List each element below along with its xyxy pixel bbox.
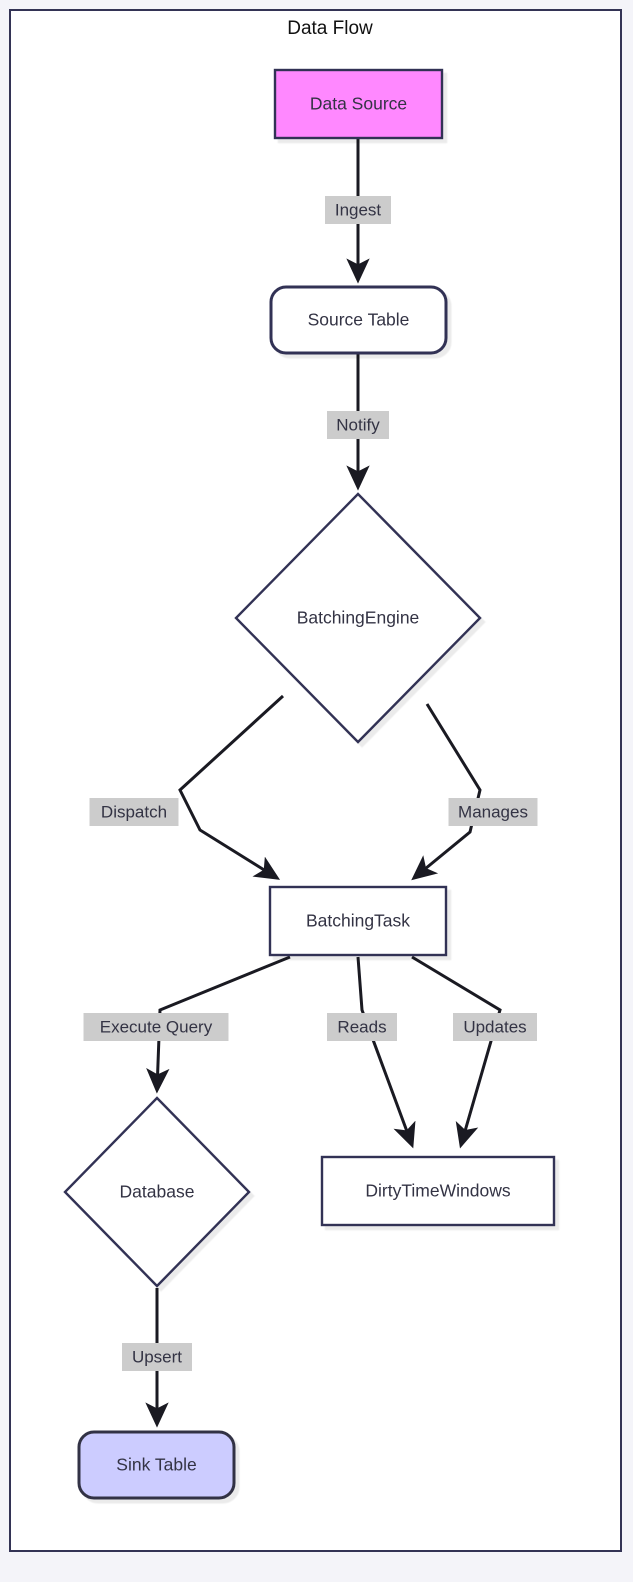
- node-shape-diamond: [234, 492, 482, 744]
- edge-reads: [356, 956, 416, 1149]
- node-shape-rounded-rect: [77, 1430, 236, 1500]
- edge-label-updates: Updates: [453, 1013, 537, 1041]
- edge-label-background: [448, 798, 538, 826]
- node-label-database: Database: [120, 1182, 195, 1202]
- edge-label-text: Manages: [458, 802, 528, 821]
- edge-label-background: [325, 196, 391, 224]
- node-shape-rect: [320, 1155, 556, 1227]
- edge-label-dispatch: Dispatch: [89, 798, 179, 826]
- node-batching-task[interactable]: BatchingTask: [268, 885, 448, 957]
- edge-label-background: [327, 411, 389, 439]
- node-source-table[interactable]: Source Table: [269, 285, 448, 355]
- edge-label-text: Updates: [463, 1017, 526, 1036]
- node-label-source-table: Source Table: [308, 310, 410, 330]
- edge-label-text: Notify: [336, 415, 380, 434]
- edge-label-background: [327, 1013, 397, 1041]
- node-sink-table[interactable]: Sink Table: [77, 1430, 236, 1500]
- edge-label-background: [122, 1343, 192, 1371]
- diagram-frame: [9, 9, 622, 1552]
- edge-label-notify: Notify: [327, 411, 389, 439]
- edge-label-background: [83, 1013, 229, 1041]
- edge-label-text: Reads: [337, 1017, 386, 1036]
- edge-label-background: [89, 798, 179, 826]
- node-shape-rect: [273, 68, 444, 140]
- edge-manages: [411, 703, 482, 881]
- node-batching-engine[interactable]: BatchingEngine: [234, 492, 482, 744]
- node-shape-diamond: [63, 1096, 251, 1288]
- edge-label-upsert: Upsert: [122, 1343, 192, 1371]
- node-label-batching-engine: BatchingEngine: [297, 608, 420, 628]
- edge-label-text: Execute Query: [100, 1017, 213, 1036]
- node-shape-rect: [268, 885, 448, 957]
- edge-label-text: Ingest: [335, 200, 382, 219]
- node-label-sink-table: Sink Table: [116, 1455, 196, 1475]
- node-label-batching-task: BatchingTask: [306, 911, 410, 931]
- edge-label-background: [453, 1013, 537, 1041]
- edge-label-ingest: Ingest: [325, 196, 391, 224]
- diagram-title: Data Flow: [287, 18, 373, 39]
- node-label-dirty-time-windows: DirtyTimeWindows: [365, 1181, 510, 1201]
- node-database[interactable]: Database: [63, 1096, 251, 1288]
- edge-label-manages: Manages: [448, 798, 538, 826]
- edge-updates: [411, 955, 502, 1149]
- edge-dispatch: [178, 694, 285, 880]
- edge-label-reads: Reads: [327, 1013, 397, 1041]
- node-dirty-time-windows[interactable]: DirtyTimeWindows: [320, 1155, 556, 1227]
- edges-layer: [145, 138, 502, 1428]
- edge-execute-query: [146, 955, 291, 1094]
- node-label-data-source: Data Source: [310, 94, 407, 114]
- edge-label-text: Dispatch: [101, 802, 167, 821]
- node-shape-rounded-rect: [269, 285, 448, 355]
- node-data-source[interactable]: Data Source: [273, 68, 444, 140]
- edge-label-execute-query: Execute Query: [83, 1013, 229, 1041]
- edge-label-text: Upsert: [132, 1347, 182, 1366]
